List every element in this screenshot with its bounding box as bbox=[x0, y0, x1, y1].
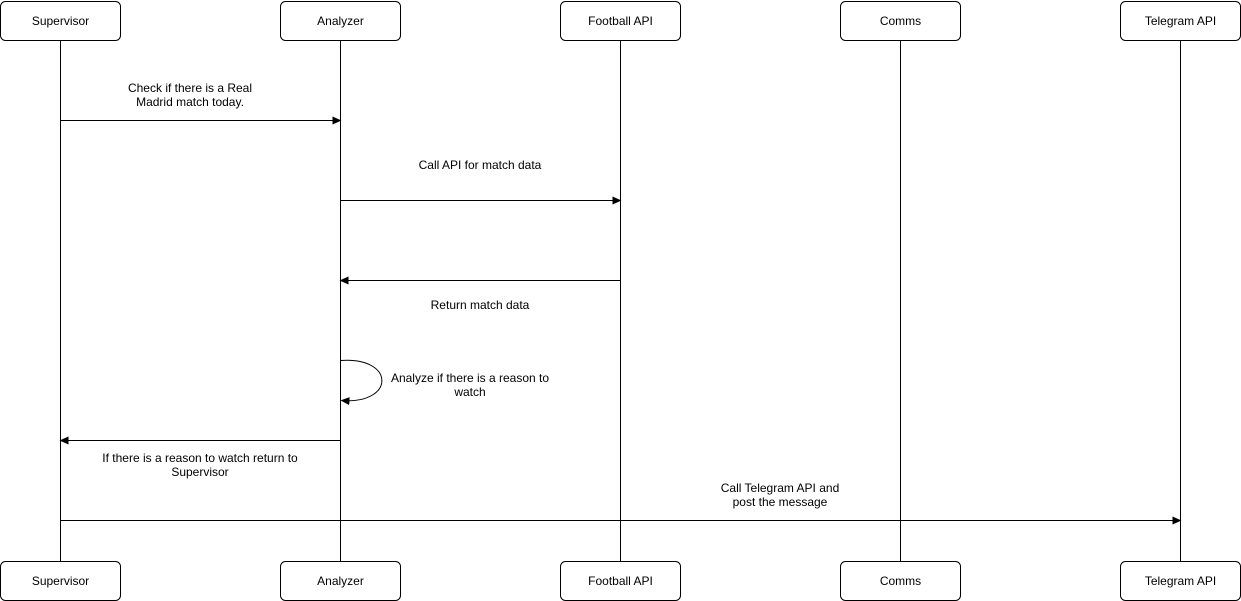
message-label-line: post the message bbox=[733, 495, 828, 509]
participant-telegram-bottom: Telegram API bbox=[1120, 561, 1241, 601]
message-label-line: Madrid match today. bbox=[136, 95, 244, 109]
participant-label: Analyzer bbox=[317, 574, 364, 588]
message-label-line: Call API for match data bbox=[419, 158, 542, 172]
participant-box bbox=[840, 1, 961, 41]
participant-label: Supervisor bbox=[32, 14, 89, 28]
participant-analyzer-bottom: Analyzer bbox=[280, 561, 401, 601]
message-label-line: watch bbox=[453, 385, 485, 399]
participant-box bbox=[560, 1, 681, 41]
message-label-line: Supervisor bbox=[171, 465, 228, 479]
participant-box bbox=[280, 1, 401, 41]
self-message-arrow bbox=[340, 359, 383, 406]
participant-supervisor-bottom: Supervisor bbox=[0, 561, 121, 601]
participant-comms-bottom: Comms bbox=[840, 561, 961, 601]
participant-label: Football API bbox=[588, 14, 653, 28]
participant-analyzer-top: Analyzer bbox=[280, 1, 401, 41]
participant-football-top: Football API bbox=[560, 1, 681, 41]
participant-label: Telegram API bbox=[1145, 574, 1216, 588]
message-label: Return match data bbox=[431, 298, 530, 312]
participant-label: Telegram API bbox=[1145, 14, 1216, 28]
message-label: Call API for match data bbox=[419, 158, 542, 172]
participant-label: Comms bbox=[880, 14, 921, 28]
message-label-line: Analyze if there is a reason to bbox=[391, 371, 549, 385]
message-label-line: Check if there is a Real bbox=[128, 81, 252, 95]
message-label-line: Return match data bbox=[431, 298, 530, 312]
participant-box bbox=[0, 1, 121, 41]
message-label-line: Call Telegram API and bbox=[721, 481, 840, 495]
participant-telegram-top: Telegram API bbox=[1120, 1, 1241, 41]
participant-label: Comms bbox=[880, 574, 921, 588]
participant-supervisor-top: Supervisor bbox=[0, 1, 121, 41]
participant-label: Football API bbox=[588, 574, 653, 588]
message-2: Call API for match data bbox=[340, 158, 622, 205]
participant-comms-top: Comms bbox=[840, 1, 961, 41]
participant-football-bottom: Football API bbox=[560, 561, 681, 601]
message-3: Return match data bbox=[339, 276, 621, 312]
participant-label: Supervisor bbox=[32, 574, 89, 588]
message-label-line: If there is a reason to watch return to bbox=[102, 451, 298, 465]
participant-label: Analyzer bbox=[317, 14, 364, 28]
